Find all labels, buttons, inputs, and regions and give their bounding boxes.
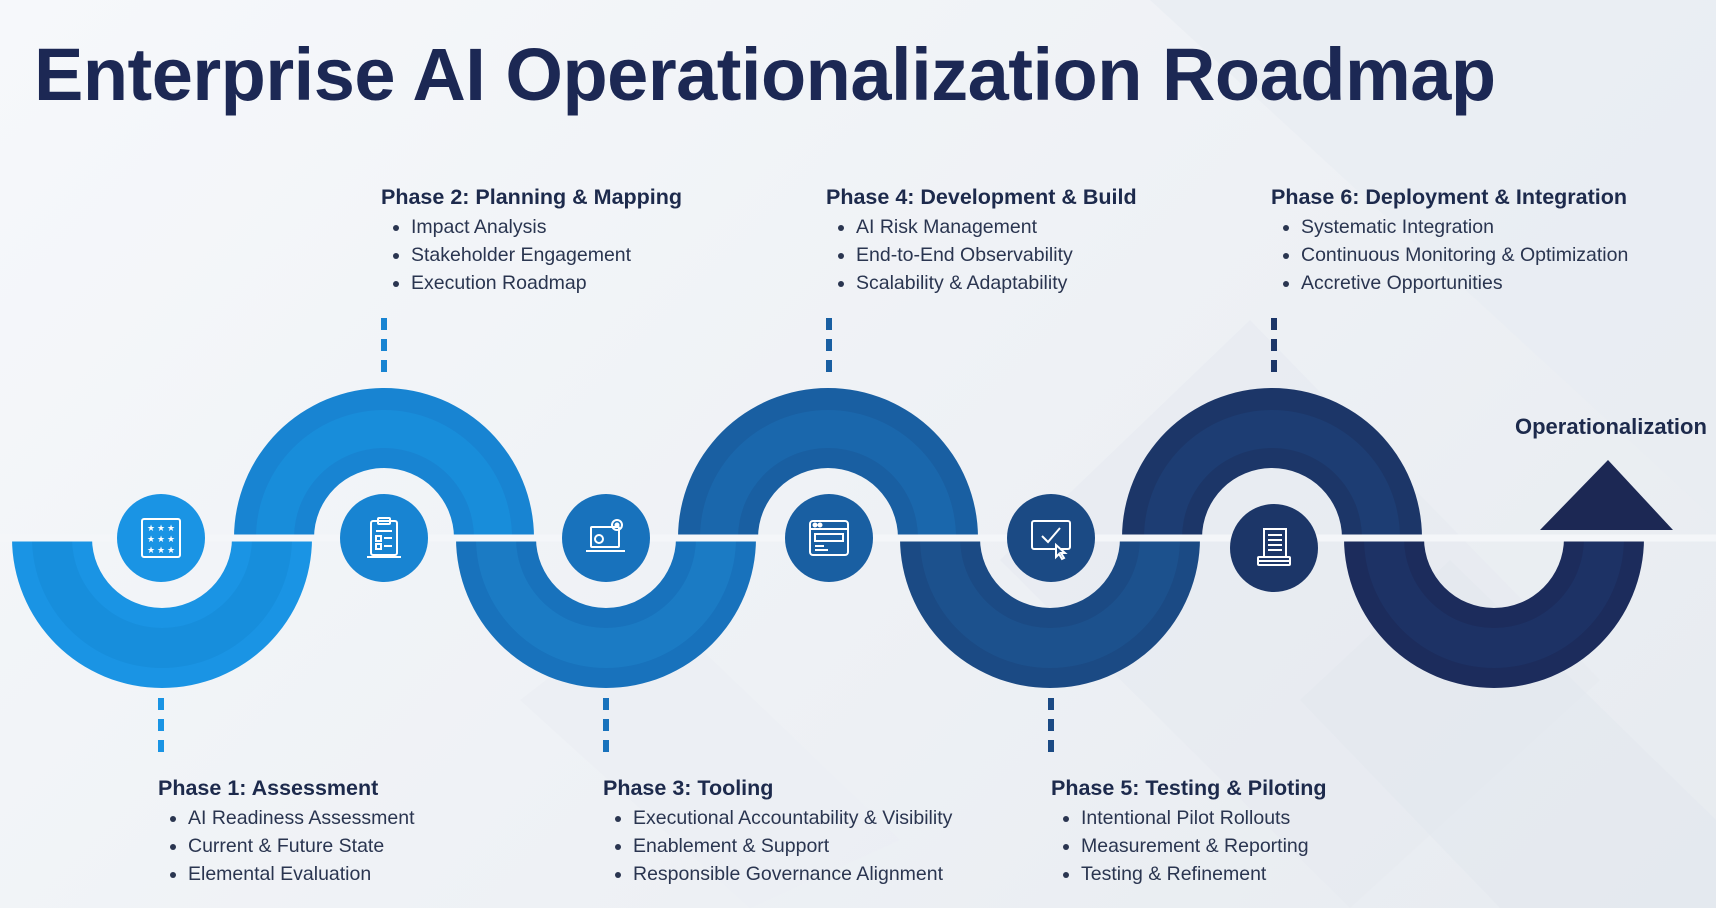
document-stack-icon (1257, 528, 1291, 566)
phase-items: Intentional Pilot Rollouts Measurement &… (1051, 804, 1471, 888)
star-grid-icon: ★★★ ★★★ ★★★ (141, 518, 181, 558)
icon-node-phase-6 (1230, 504, 1318, 592)
phase-items: AI Readiness Assessment Current & Future… (158, 804, 578, 888)
svg-text:★: ★ (167, 524, 175, 534)
svg-text:★: ★ (167, 535, 175, 545)
list-item: Intentional Pilot Rollouts (1051, 804, 1471, 832)
phase-4-block: Phase 4: Development & Build AI Risk Man… (826, 185, 1246, 297)
list-item: Stakeholder Engagement (381, 241, 801, 269)
phase-3-block: Phase 3: Tooling Executional Accountabil… (603, 776, 1023, 888)
segment-final (1344, 538, 1644, 688)
laptop-gear-icon (586, 519, 625, 552)
list-item: AI Risk Management (826, 213, 1246, 241)
monitor-check-icon (1031, 520, 1071, 561)
segment-phase-1 (12, 538, 312, 688)
icon-node-phase-5 (1007, 494, 1095, 582)
segment-phase-6 (1122, 388, 1422, 538)
phase-title: Phase 2: Planning & Mapping (381, 185, 683, 209)
end-label: Operationalization (1515, 414, 1707, 439)
phase-items: Executional Accountability & Visibility … (603, 804, 1023, 888)
svg-text:★: ★ (157, 524, 165, 534)
phase-title: Phase 3: Tooling (603, 776, 774, 800)
phase-title: Phase 4: Development & Build (826, 185, 1137, 209)
wave-path (0, 388, 1716, 688)
phase-5-block: Phase 5: Testing & Piloting Intentional … (1051, 776, 1471, 888)
svg-text:★: ★ (147, 546, 155, 556)
list-item: Accretive Opportunities (1271, 269, 1691, 297)
icon-node-phase-3 (562, 494, 650, 582)
list-item: Impact Analysis (381, 213, 801, 241)
list-item: Testing & Refinement (1051, 860, 1471, 888)
icon-node-phase-2 (340, 494, 428, 582)
phase-items: Impact Analysis Stakeholder Engagement E… (381, 213, 801, 297)
phase-2-block: Phase 2: Planning & Mapping Impact Analy… (381, 185, 801, 297)
icon-node-phase-1: ★★★ ★★★ ★★★ (117, 494, 205, 582)
list-item: Scalability & Adaptability (826, 269, 1246, 297)
list-item: Current & Future State (158, 832, 578, 860)
list-item: Measurement & Reporting (1051, 832, 1471, 860)
svg-text:★: ★ (147, 524, 155, 534)
list-item: Continuous Monitoring & Optimization (1271, 241, 1691, 269)
list-item: Responsible Governance Alignment (603, 860, 1023, 888)
list-item: Enablement & Support (603, 832, 1023, 860)
segment-phase-4 (678, 388, 978, 538)
svg-text:★: ★ (167, 546, 175, 556)
phase-1-block: Phase 1: Assessment AI Readiness Assessm… (158, 776, 578, 888)
browser-window-icon (809, 520, 849, 556)
list-item: Elemental Evaluation (158, 860, 578, 888)
list-item: Execution Roadmap (381, 269, 801, 297)
phase-items: Systematic Integration Continuous Monito… (1271, 213, 1691, 297)
list-item: AI Readiness Assessment (158, 804, 578, 832)
list-item: Systematic Integration (1271, 213, 1691, 241)
svg-text:★: ★ (157, 535, 165, 545)
phase-title: Phase 1: Assessment (158, 776, 379, 800)
list-item: Executional Accountability & Visibility (603, 804, 1023, 832)
segment-phase-3 (456, 538, 756, 688)
phase-title: Phase 6: Deployment & Integration (1271, 185, 1628, 209)
svg-text:★: ★ (147, 535, 155, 545)
svg-text:★: ★ (157, 546, 165, 556)
page-title: Enterprise AI Operationalization Roadmap (34, 33, 1496, 116)
segment-phase-5 (900, 538, 1200, 688)
end-arrow (1540, 460, 1673, 530)
connector-lines (158, 318, 1277, 756)
clipboard-icon (367, 517, 401, 558)
phase-title: Phase 5: Testing & Piloting (1051, 776, 1327, 800)
phase-6-block: Phase 6: Deployment & Integration System… (1271, 185, 1691, 297)
phase-items: AI Risk Management End-to-End Observabil… (826, 213, 1246, 297)
list-item: End-to-End Observability (826, 241, 1246, 269)
icon-node-phase-4 (785, 494, 873, 582)
segment-phase-2 (234, 388, 534, 538)
